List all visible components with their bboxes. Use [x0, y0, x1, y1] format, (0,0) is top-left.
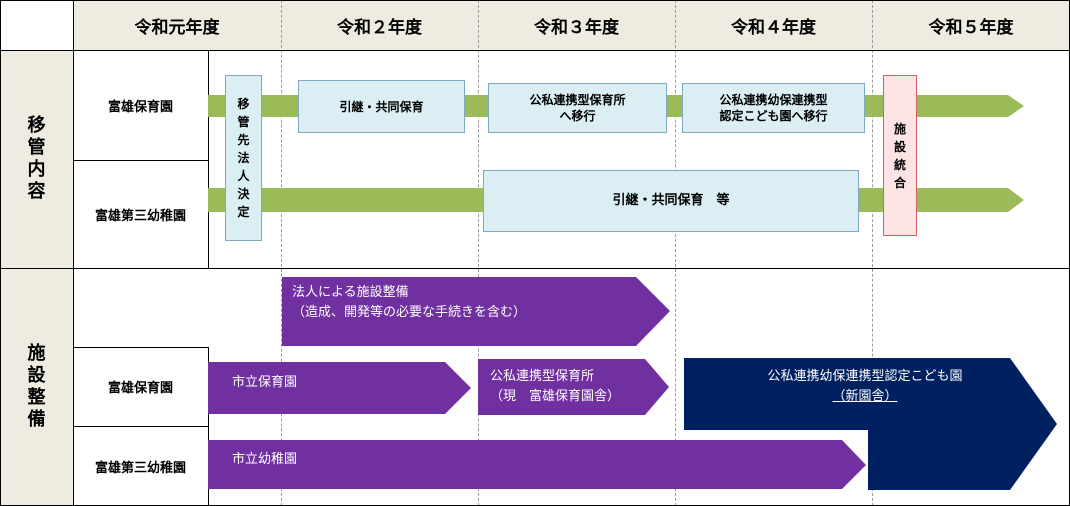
handover-box-1: 引継・共同保育	[298, 80, 465, 133]
city-youchien-text: 市立幼稚園	[232, 452, 298, 467]
kodomo-facility-text: 公私連携幼保連携型認定こども園 （新園舎）	[767, 369, 963, 404]
header-year-1: 令和元年度	[73, 0, 281, 50]
header-year-4: 令和４年度	[675, 0, 872, 50]
public-private-text: 公私連携型保育所 （現 富雄保育園舎）	[490, 369, 621, 404]
public-private-box: 公私連携型保育所 へ移行	[488, 83, 667, 133]
purple-arrow-city-youchien	[208, 440, 866, 489]
header-year-2: 令和２年度	[281, 0, 478, 50]
row-label-tomio-hoikuen-transfer: 富雄保育園	[107, 99, 173, 115]
section-transfer-label: 移 管 内 容	[0, 50, 73, 268]
purple-arrow-corp	[282, 277, 670, 346]
city-hoikuen-text: 市立保育園	[232, 375, 298, 390]
section-facility-label: 施 設 整 備	[0, 268, 73, 506]
integration-box: 施 設 統 合	[883, 75, 917, 236]
purple-arrow-pp	[478, 359, 669, 415]
row-label-tomio-youchien-transfer: 富雄第三幼稚園	[94, 208, 186, 224]
decision-box: 移 管 先 法 人 決 定	[225, 75, 262, 241]
corp-facility-text: 法人による施設整備 （造成、開発等の必要な手続きを含む）	[292, 285, 527, 320]
header-year-3: 令和３年度	[478, 0, 675, 50]
header-year-5: 令和５年度	[872, 0, 1070, 50]
navy-arrow-kodomo	[684, 358, 1057, 490]
row-label-tomio-youchien-facility: 富雄第三幼稚園	[94, 460, 186, 476]
kodomo-transition-box: 公私連携幼保連携型 認定こども園へ移行	[682, 83, 865, 133]
purple-arrow-city-hoikuen	[208, 362, 471, 414]
handover-box-2: 引継・共同保育 等	[483, 170, 859, 232]
row-label-tomio-hoikuen-facility: 富雄保育園	[107, 381, 173, 396]
